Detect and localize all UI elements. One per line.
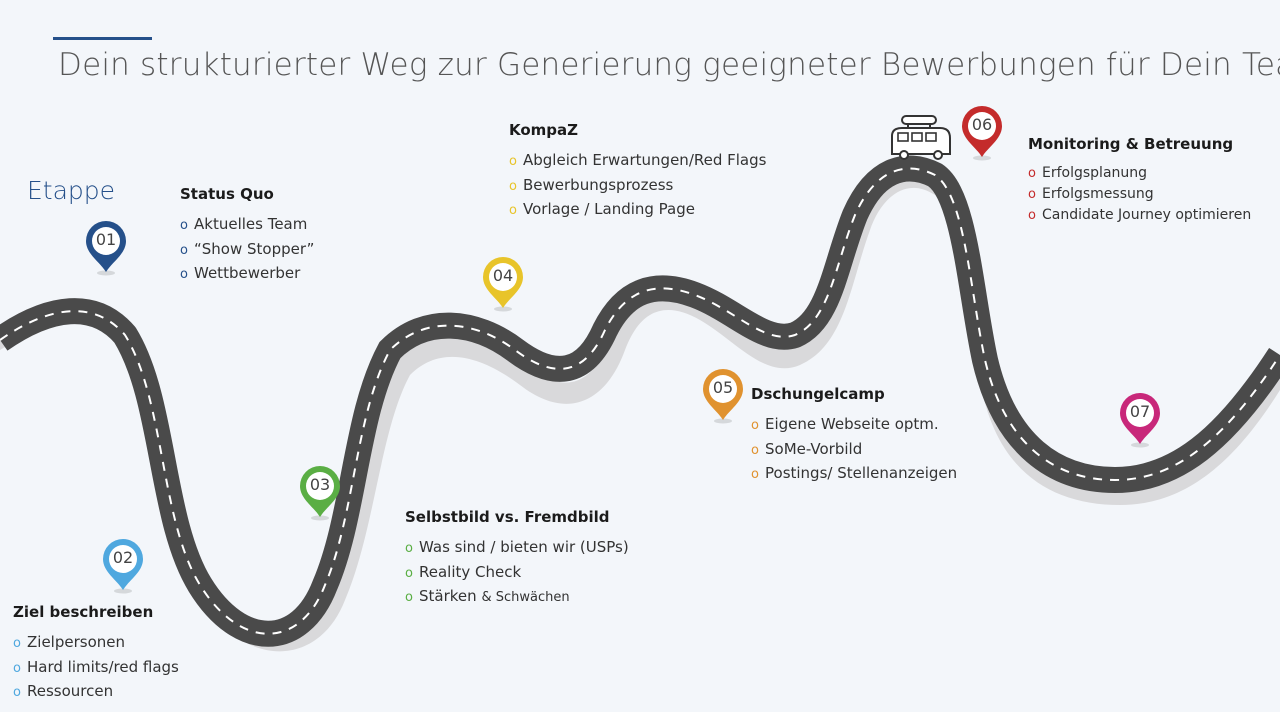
circle-bullet: o: [405, 541, 413, 556]
stage-pin-02: 02: [101, 538, 145, 594]
pin-number: 03: [309, 475, 331, 494]
pin-number: 01: [95, 230, 117, 249]
stage-heading: Ziel beschreiben: [13, 603, 154, 621]
pin-number: 07: [1129, 402, 1151, 421]
pin-number: 02: [112, 548, 134, 567]
stage-pin-03: 03: [298, 465, 342, 521]
stage-heading: Monitoring & Betreuung: [1028, 135, 1234, 153]
circle-bullet: o: [751, 442, 759, 458]
stage-pin-04: 04: [481, 256, 525, 312]
stage-heading: Dschungelcamp: [751, 385, 885, 403]
circle-bullet: o: [1028, 166, 1036, 181]
circle-bullet: o: [13, 660, 21, 676]
title-accent-line: [53, 37, 152, 40]
circle-bullet: o: [751, 467, 759, 482]
stage-pin-06: 06: [960, 105, 1004, 161]
circle-bullet: o: [180, 267, 188, 282]
road-center-marking: [0, 167, 1280, 635]
circle-bullet: o: [751, 418, 759, 433]
map-pin-icon: [483, 257, 523, 312]
list-item: o“Show Stopper”: [180, 238, 314, 263]
circle-bullet: o: [180, 218, 188, 233]
circle-bullet: o: [13, 685, 21, 700]
map-pin-icon: [962, 106, 1002, 161]
circle-bullet: o: [509, 178, 517, 194]
page-title: Dein strukturierter Weg zur Generierung …: [58, 47, 1280, 83]
stage-heading: KompaZ: [509, 121, 579, 139]
circle-bullet: o: [509, 154, 517, 169]
pin-number: 04: [492, 266, 514, 285]
stage-heading: Status Quo: [180, 185, 274, 203]
pin-number: 06: [971, 115, 993, 134]
pin-number: 05: [712, 378, 734, 397]
map-pin-icon: [1120, 393, 1160, 448]
map-pin-icon: [86, 221, 126, 276]
stage-heading: Selbstbild vs. Fremdbild: [405, 508, 610, 526]
circle-bullet: o: [509, 203, 517, 218]
circle-bullet: o: [405, 590, 413, 605]
circle-bullet: o: [1028, 208, 1036, 223]
camper-van-icon: [891, 115, 951, 160]
stage-pin-01: 01: [84, 220, 128, 276]
map-pin-icon: [703, 369, 743, 424]
circle-bullet: o: [405, 565, 413, 581]
stage-pin-07: 07: [1118, 392, 1162, 448]
map-pin-icon: [300, 466, 340, 521]
circle-bullet: o: [13, 636, 21, 651]
stage-pin-05: 05: [701, 368, 745, 424]
circle-bullet: o: [1028, 187, 1036, 202]
circle-bullet: o: [180, 242, 188, 258]
map-pin-icon: [103, 539, 143, 594]
etappe-label: Etappe: [27, 176, 116, 205]
